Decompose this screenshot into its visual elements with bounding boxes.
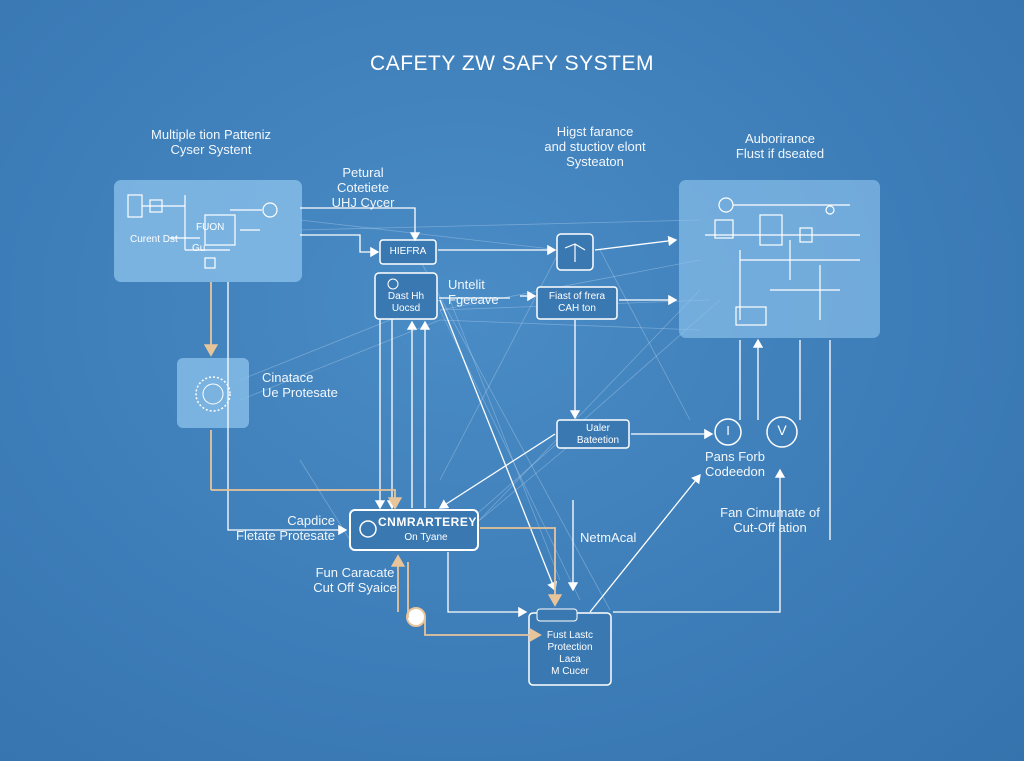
left-panel-text-gu: Gu [192,243,206,254]
white-connectors [227,207,831,618]
central-control-box [349,509,479,551]
label-netmacal: NetmAcal [580,530,637,545]
current-meter-symbol: I [726,423,730,438]
faint-connection-lines [239,219,721,611]
hefra-box [379,239,437,265]
surge-protector-panel [177,358,249,428]
surge-protector-icon [195,376,231,412]
voltage-meter-symbol: V [777,422,787,438]
left-panel-text-fuon: FUON [196,222,225,233]
current-meter [714,418,742,446]
central-box-subtitle: On Tyane [404,532,448,543]
ualer-box [556,419,630,449]
central-box-title: CNMRARTEREY [378,515,477,529]
diagram-title: CAFETY ZW SAFY SYSTEM [370,52,654,75]
bottom-connector [536,608,578,622]
right-panel [679,180,880,338]
junction-node [406,607,426,627]
hefra-label: HIEFRA [389,246,427,257]
flust-box [536,286,618,320]
right-panel-circuit [705,197,860,326]
voltage-meter [766,416,798,448]
left-panel-text-current: Curent Dst [130,234,178,245]
mid-small-box [374,272,438,320]
accent-connectors [203,282,563,643]
mid-small-box-label: Dast Hh Uocsd [387,291,425,314]
left-panel-circuit [127,194,278,269]
